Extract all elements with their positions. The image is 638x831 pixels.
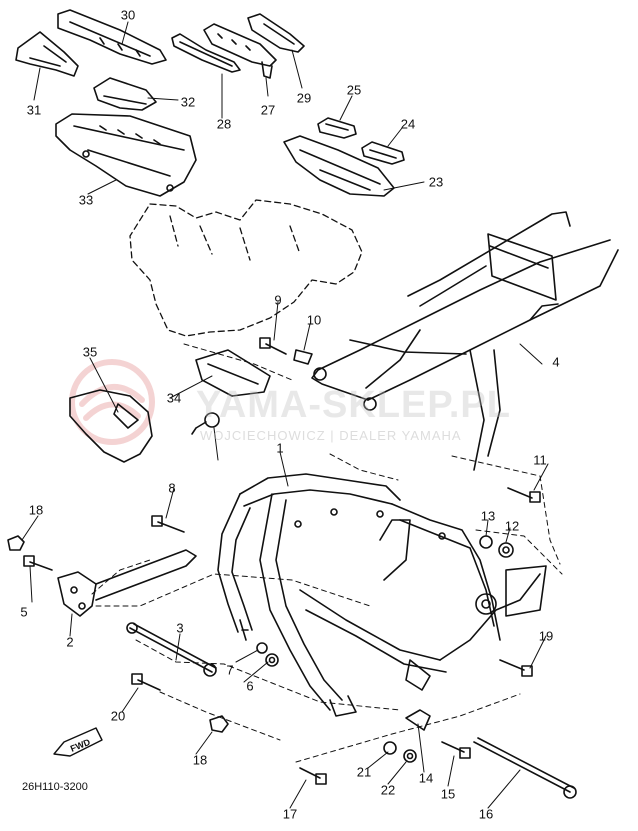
watermark-brand: YAMA-SKLEP.PL [196, 384, 511, 426]
callout-17: 17 [282, 806, 298, 822]
callout-13: 13 [480, 508, 496, 524]
callout-21: 21 [356, 764, 372, 780]
part-32-tray [55, 113, 197, 197]
bolt-9 [259, 337, 287, 355]
callout-34: 35 [82, 344, 98, 360]
callout-31: 32 [180, 94, 196, 110]
bolt-19 [499, 659, 533, 677]
bolt-8 [151, 515, 185, 533]
callout-20: 20 [110, 708, 126, 724]
part-29-cover [57, 9, 167, 65]
watermark-logo-icon [69, 359, 155, 445]
callout-1: 1 [276, 440, 284, 456]
fwd-arrow-icon [53, 727, 103, 757]
part-30-cover [15, 31, 79, 77]
part-35-clip [191, 412, 220, 435]
callout-4: 4 [552, 354, 560, 370]
dashed-guides [91, 343, 563, 763]
part-4-rear-frame [311, 211, 619, 471]
clip-10 [293, 349, 313, 365]
bolt-15 [441, 741, 471, 759]
part-2-bracket [57, 549, 197, 617]
nut-12 [498, 542, 514, 558]
part-26-bracket [203, 23, 277, 79]
nut-18b [209, 715, 229, 733]
callout-25: 25 [346, 82, 362, 98]
part-28-bracket [247, 13, 305, 53]
callout-12: 12 [504, 518, 520, 534]
part-31-cover [93, 77, 157, 111]
part-24-plate [361, 141, 405, 165]
callout-28: 29 [296, 90, 312, 106]
engine-silhouette [129, 199, 363, 337]
part-16-long-bolt [473, 737, 577, 799]
watermark-subtitle: WOJCIECHOWICZ | DEALER YAMAHA [200, 428, 462, 443]
callout-15: 15 [440, 786, 456, 802]
callout-8: 8 [168, 480, 176, 496]
leader-lines [21, 21, 549, 809]
callout-18a: 18 [28, 502, 44, 518]
callout-7: 7 [226, 662, 234, 678]
callout-11: 11 [533, 452, 547, 468]
bolt-11 [507, 487, 541, 503]
washer-7 [256, 642, 268, 654]
nut-18a [7, 535, 25, 551]
part-1-main-frame [217, 473, 547, 717]
callout-2: 2 [66, 634, 74, 650]
nut-21 [383, 741, 397, 755]
bolt-20 [131, 673, 161, 691]
bolt-17 [299, 767, 327, 785]
part-23-cover [283, 135, 395, 197]
callout-10: 10 [306, 312, 322, 328]
callout-3: 3 [176, 620, 184, 636]
callout-19: 19 [538, 628, 554, 644]
callout-6: 6 [246, 678, 254, 694]
callout-33: 34 [166, 390, 182, 406]
callout-32: 33 [78, 192, 94, 208]
callout-14: 14 [418, 770, 434, 786]
bolt-5 [23, 555, 53, 571]
callout-18b: 18 [192, 752, 208, 768]
callout-29: 30 [120, 7, 136, 23]
callout-5: 5 [20, 604, 28, 620]
callout-22: 22 [380, 782, 396, 798]
callout-16: 16 [478, 806, 494, 822]
part-3-long-bolt [126, 622, 217, 677]
nut-22 [403, 749, 417, 763]
part-34-wire-harness [69, 389, 153, 463]
callout-23: 23 [428, 174, 444, 190]
nut-13 [479, 535, 493, 549]
callout-30: 31 [26, 102, 42, 118]
diagram-code: 26H110-3200 [22, 781, 88, 793]
part-25-plate [317, 117, 357, 139]
callout-26: 27 [260, 102, 276, 118]
part-33-cover [195, 349, 271, 397]
callout-27: 28 [216, 116, 232, 132]
callout-24: 24 [400, 116, 416, 132]
part-27-rail [171, 33, 241, 73]
nut-6 [265, 653, 279, 667]
callout-9: 9 [274, 292, 282, 308]
